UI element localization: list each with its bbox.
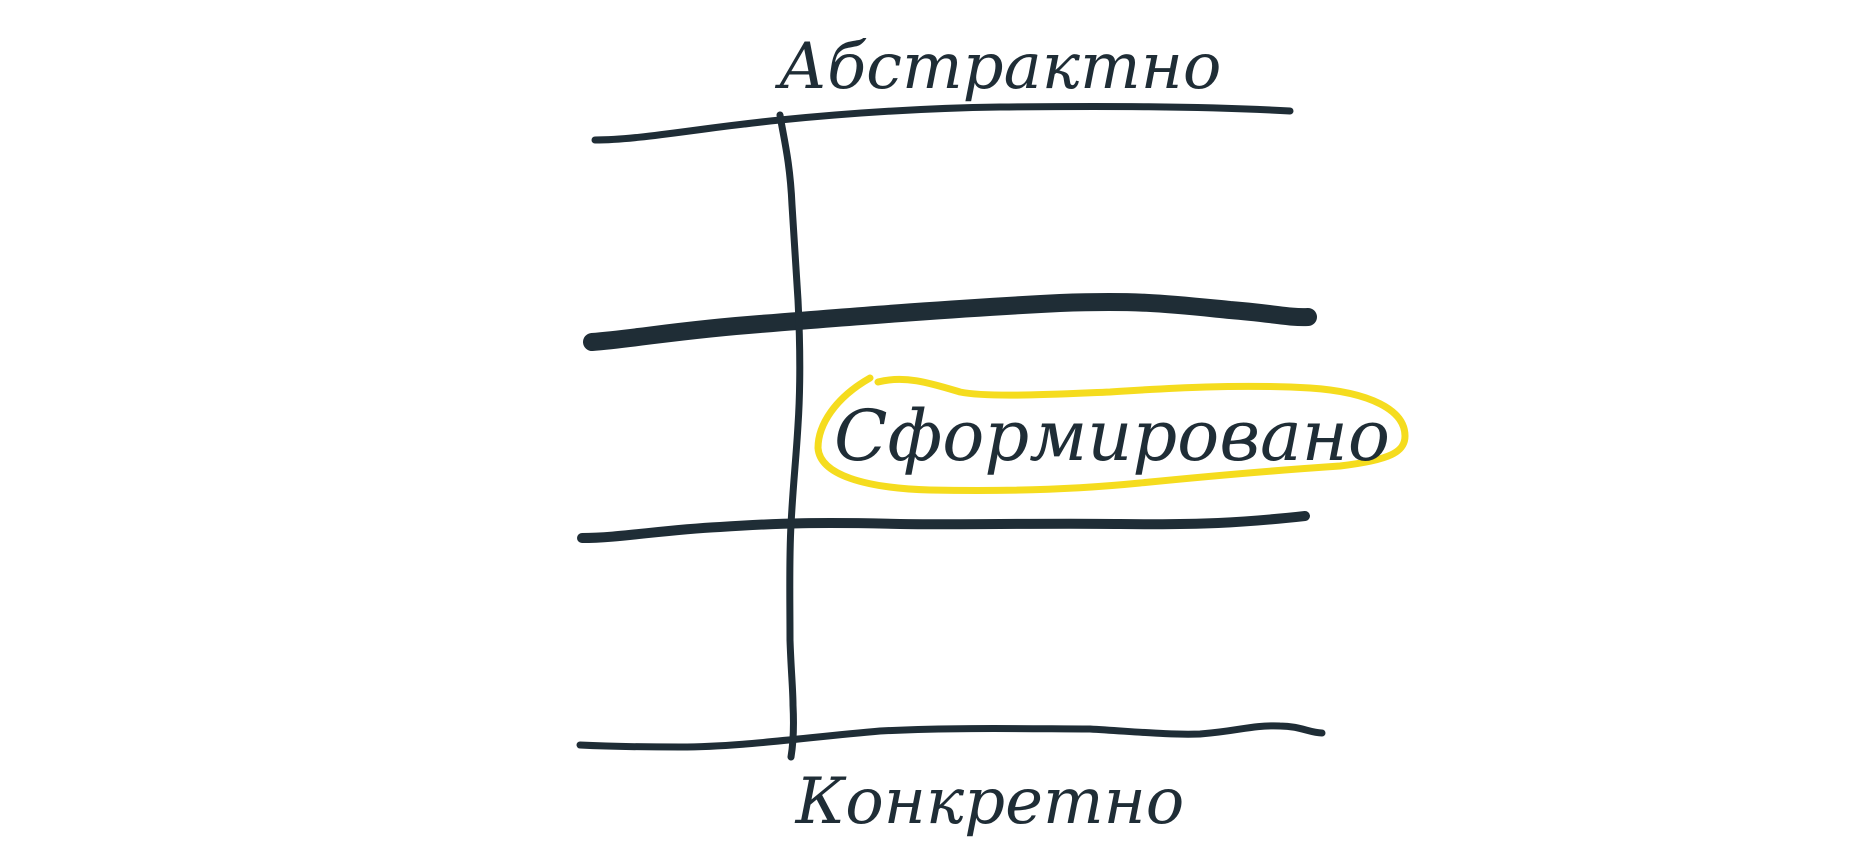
thick-horizontal-line: [583, 292, 1317, 351]
highlight-ellipse: [814, 374, 1409, 495]
bottom-horizontal-line: [576, 722, 1326, 751]
label-concrete: Конкретно: [795, 765, 1185, 839]
lower-horizontal-line: [577, 511, 1310, 543]
label-formed: Сформировано: [834, 395, 1390, 477]
label-abstract: Абстрактно: [775, 30, 1222, 104]
vertical-axis-line: [776, 111, 804, 761]
top-horizontal-line: [591, 102, 1294, 144]
